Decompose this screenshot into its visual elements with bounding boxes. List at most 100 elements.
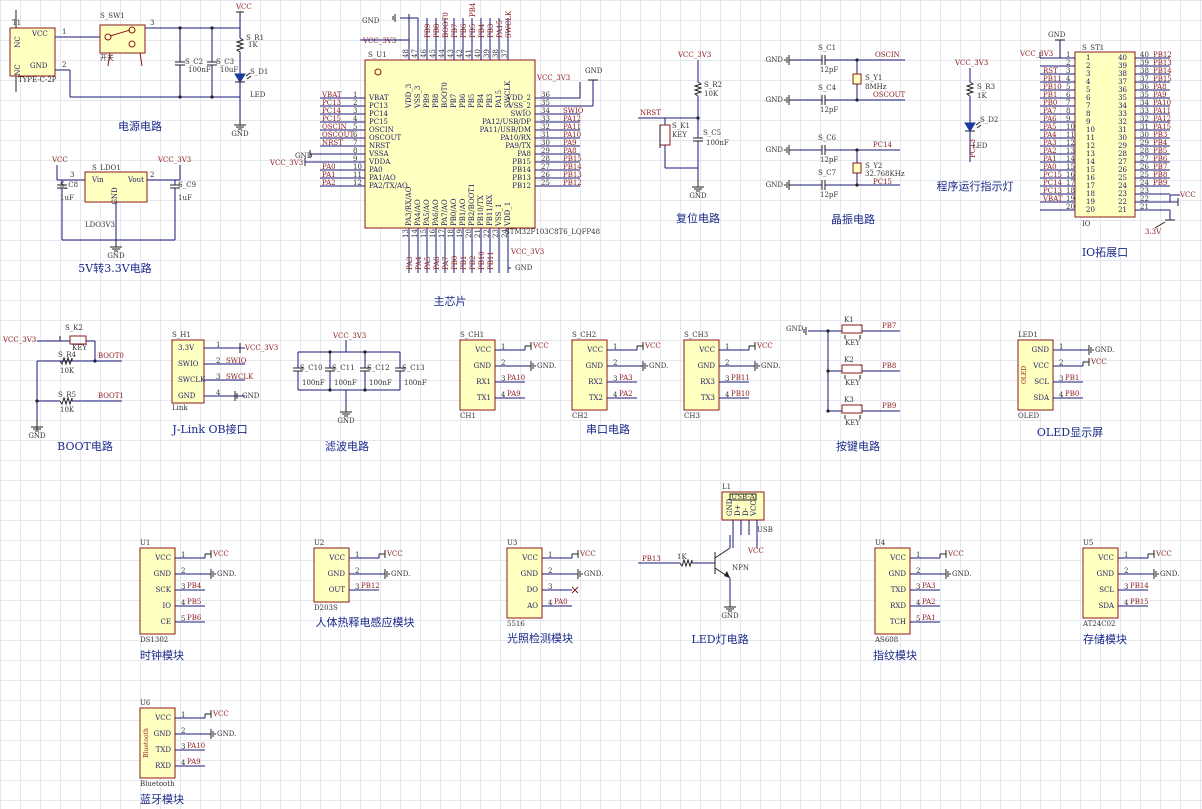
pin-name: 39 bbox=[1118, 62, 1127, 70]
gnd-label: GND bbox=[295, 152, 313, 160]
key-switch bbox=[841, 404, 863, 414]
pin-number: 2 bbox=[725, 359, 729, 367]
junction-dot bbox=[210, 26, 214, 30]
net-label: PB10 bbox=[1043, 83, 1062, 91]
pin-name: RXD bbox=[890, 602, 906, 610]
ref-designator: LED1 bbox=[1018, 331, 1038, 339]
junction-dot bbox=[35, 399, 39, 403]
gnd-label: GND bbox=[362, 17, 380, 25]
junction-dot bbox=[328, 388, 332, 392]
pin-name: 35 bbox=[1118, 94, 1127, 102]
net-label: PA3 bbox=[1043, 139, 1057, 147]
net-label: PB11 bbox=[1043, 75, 1062, 83]
net-label: PA8 bbox=[1153, 83, 1167, 91]
reset-key bbox=[659, 124, 671, 146]
gnd-label: GND bbox=[107, 252, 125, 260]
pin-number: 21 bbox=[474, 229, 482, 238]
pin-name: 7 bbox=[1086, 102, 1090, 110]
ref-designator: S_C7 bbox=[818, 169, 836, 177]
pin-name: GND bbox=[474, 362, 492, 370]
net-label: VCC bbox=[579, 550, 596, 558]
pin-number: 37 bbox=[501, 49, 509, 58]
pin-number: 20 bbox=[1066, 203, 1075, 211]
pin-number: 30 bbox=[1140, 131, 1149, 139]
bt-title: 蓝牙模块 bbox=[140, 793, 184, 806]
pin-number: 29 bbox=[1140, 139, 1149, 147]
net-label: PB4 bbox=[1153, 139, 1168, 147]
pin-name: OSCIN bbox=[369, 126, 394, 134]
pin-number: 10 bbox=[1066, 123, 1075, 131]
power-label: VCC_3V3 bbox=[157, 156, 191, 164]
storage-title: 存储模块 bbox=[1083, 632, 1127, 646]
pin-name: GND bbox=[521, 570, 539, 578]
value: LED bbox=[972, 142, 988, 150]
ref-designator: S_C12 bbox=[367, 364, 390, 372]
pin-number: 28 bbox=[541, 155, 550, 163]
pin-number: 22 bbox=[483, 229, 491, 238]
power-label: 3.3V bbox=[1145, 228, 1162, 236]
pin-number: 27 bbox=[1140, 155, 1149, 163]
ref-designator: S_C4 bbox=[818, 84, 837, 92]
light-title: 光照检测模块 bbox=[507, 631, 573, 645]
net-label: VCC bbox=[1090, 358, 1107, 366]
pin-name: 14 bbox=[1086, 158, 1095, 166]
net-label: PA1 bbox=[922, 614, 936, 622]
net-label: VCC_3V3 bbox=[244, 344, 278, 352]
net-label: PB11 bbox=[731, 374, 750, 382]
pin-number: 3 bbox=[353, 107, 357, 115]
ref-designator: S_H1 bbox=[172, 331, 191, 339]
gnd-label: GND bbox=[1048, 31, 1066, 39]
pin-number: 11 bbox=[353, 171, 362, 179]
power-label: VCC_3V3 bbox=[332, 332, 366, 340]
net-label: PB14 bbox=[1153, 67, 1172, 75]
pin-name: TX2 bbox=[589, 394, 603, 402]
net-label: BOOT0 bbox=[442, 12, 450, 38]
pin-number: 37 bbox=[1140, 75, 1149, 83]
pin-name: SCL bbox=[1034, 378, 1049, 386]
value: 100nF bbox=[706, 139, 729, 147]
value: 8MHz bbox=[865, 83, 887, 91]
storage-module-body bbox=[1082, 547, 1119, 619]
pin-number: 24 bbox=[501, 229, 509, 238]
net-label: PB12 bbox=[1153, 51, 1172, 59]
pin-number: 15 bbox=[1066, 163, 1075, 171]
net-label: PB6 bbox=[187, 614, 202, 622]
pin-number: 2 bbox=[353, 99, 357, 107]
net-label: NRST bbox=[640, 109, 661, 117]
boot-key bbox=[69, 335, 87, 345]
pin-number: 3 bbox=[355, 583, 359, 591]
pin-name: RX3 bbox=[700, 378, 715, 386]
net-label: PB13 bbox=[563, 171, 582, 179]
ref-designator: S_R5 bbox=[58, 391, 76, 399]
net-label: PB0 bbox=[1043, 99, 1057, 107]
section-title: 复位电路 bbox=[676, 211, 720, 225]
pin-name: PB7 bbox=[450, 94, 458, 108]
pin-name: SWCLK bbox=[504, 80, 512, 108]
net-label: GND. bbox=[584, 570, 603, 578]
junction-dot bbox=[855, 183, 859, 187]
pin-name: 31 bbox=[1118, 126, 1127, 134]
net-label: PA11 bbox=[563, 123, 581, 131]
ref-designator: K1 bbox=[844, 316, 854, 324]
value: 12pF bbox=[820, 156, 838, 164]
pin-name: VDD_1 bbox=[504, 202, 512, 227]
pin-number: 26 bbox=[1140, 163, 1149, 171]
value: 100nF bbox=[188, 66, 211, 74]
pin-name: VCC bbox=[154, 714, 171, 722]
pin-name: 40 bbox=[1118, 54, 1127, 62]
gnd-label: GND bbox=[766, 146, 784, 154]
ref-designator: S_K2 bbox=[65, 324, 83, 332]
pin-name: PA15 bbox=[495, 90, 503, 108]
pin-name: PB11/RX bbox=[486, 195, 494, 226]
junction-dot bbox=[363, 388, 367, 392]
ref-designator: S_D2 bbox=[980, 116, 998, 124]
oled-title: OLED显示屏 bbox=[1037, 426, 1103, 439]
pin-number: 3 bbox=[501, 375, 505, 383]
pin-name: PB15 bbox=[512, 158, 531, 166]
part-number: USB bbox=[757, 526, 773, 534]
value: 1K bbox=[677, 553, 687, 561]
pin-number: 16 bbox=[429, 229, 437, 238]
ref-designator: U5 bbox=[1083, 539, 1093, 547]
section-title: LED灯电路 bbox=[691, 633, 748, 646]
part-number: Bluetooth bbox=[140, 780, 175, 788]
